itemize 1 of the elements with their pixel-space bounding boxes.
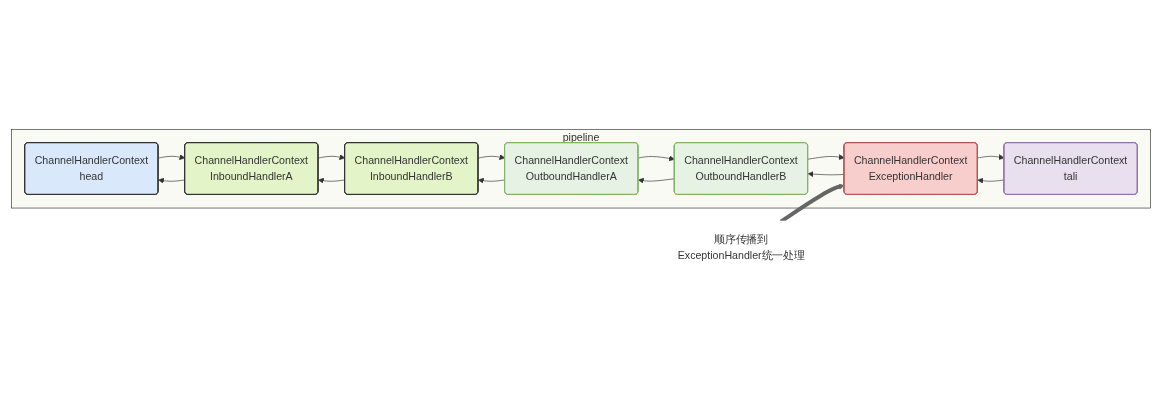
node-text: 顺序传播到ExceptionHandler统一处理 (677, 233, 804, 261)
